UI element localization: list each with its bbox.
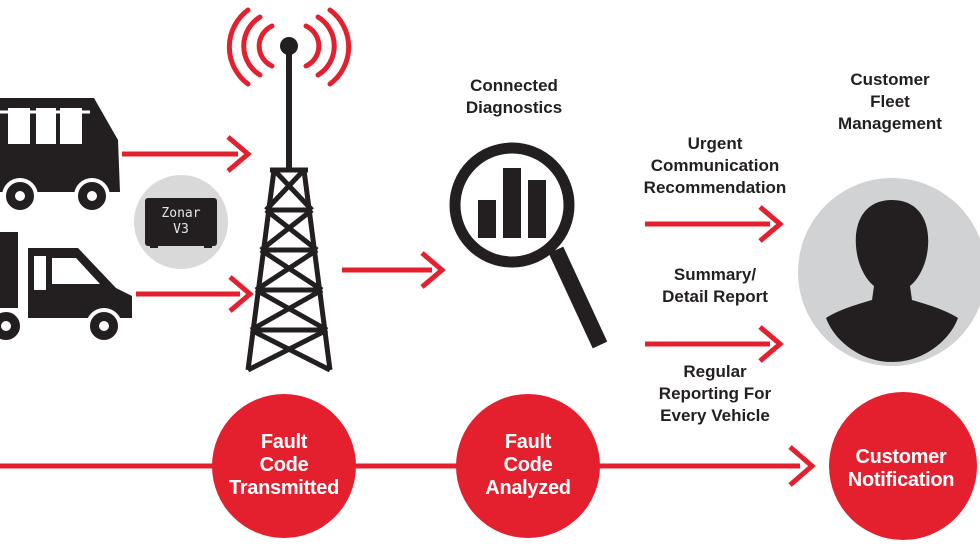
regular-label-line3: Every Vehicle — [660, 406, 770, 425]
stage-notification-line2: Notification — [847, 469, 955, 491]
stage-transmitted-line3: Transmitted — [228, 477, 340, 499]
stage-circle-notification — [829, 392, 977, 540]
urgent-label-line1: Urgent — [687, 134, 743, 153]
chart-bar-1 — [478, 200, 496, 238]
urgent-label-line3: Recommendation — [643, 178, 787, 197]
stage-transmitted-line1: Fault — [260, 431, 308, 453]
stage-analyzed-line1: Fault — [504, 431, 552, 453]
signal-waves — [226, 7, 352, 87]
device-label-line1: Zonar — [161, 206, 201, 221]
customer-label: Customer Fleet Management — [810, 69, 970, 135]
regular-label-line1: Regular — [683, 362, 747, 381]
stage-transmitted-line2: Code — [259, 454, 309, 476]
regular-label-line2: Reporting For — [658, 384, 772, 403]
urgent-label: Urgent Communication Recommendation — [620, 133, 810, 199]
summary-label-line1: Summary/ — [673, 265, 757, 284]
telematics-device-icon — [134, 175, 228, 269]
device-label-line2: V3 — [173, 222, 189, 237]
customer-label-line2: Fleet — [870, 92, 910, 111]
box-truck-icon — [0, 98, 120, 214]
arrow-tower-to-diagnostics — [342, 251, 446, 289]
stage-circle-analyzed — [456, 394, 600, 538]
stage-notification-line1: Customer — [855, 446, 947, 468]
stage-label-analyzed: Fault Code Analyzed — [453, 431, 603, 500]
arrow-truck1-to-tower — [122, 135, 252, 173]
stage-label-notification: Customer Notification — [823, 446, 979, 492]
arrow-truck2-to-tower — [136, 275, 254, 313]
stage-label-transmitted: Fault Code Transmitted — [209, 431, 359, 500]
chart-bar-3 — [528, 180, 546, 238]
device-body — [145, 198, 217, 246]
diagnostics-label: Connected Diagnostics — [434, 75, 594, 119]
diagnostics-label-line2: Diagnostics — [465, 98, 563, 117]
chart-bar-2 — [503, 168, 521, 238]
semi-truck-icon — [0, 232, 132, 344]
timeline — [0, 445, 816, 487]
urgent-label-line2: Communication — [650, 156, 780, 175]
arrow-summary — [645, 325, 784, 363]
diagnostics-label-line1: Connected — [470, 76, 558, 95]
customer-label-line3: Management — [838, 114, 942, 133]
arrow-urgent — [645, 205, 784, 243]
stage-circle-transmitted — [212, 394, 356, 538]
customer-label-line1: Customer — [850, 70, 930, 89]
magnifier-handle — [548, 246, 608, 349]
magnifier-chart-icon — [449, 142, 608, 349]
timeline-arrowhead — [788, 445, 816, 487]
stage-analyzed-line3: Analyzed — [485, 477, 571, 499]
radio-tower-icon — [226, 7, 352, 373]
device-label: Zonar V3 — [151, 206, 211, 238]
stage-analyzed-line2: Code — [503, 454, 553, 476]
regular-label: Regular Reporting For Every Vehicle — [630, 361, 800, 427]
person-avatar-icon — [798, 178, 980, 366]
summary-label-line2: Detail Report — [662, 287, 768, 306]
summary-label: Summary/ Detail Report — [630, 264, 800, 308]
